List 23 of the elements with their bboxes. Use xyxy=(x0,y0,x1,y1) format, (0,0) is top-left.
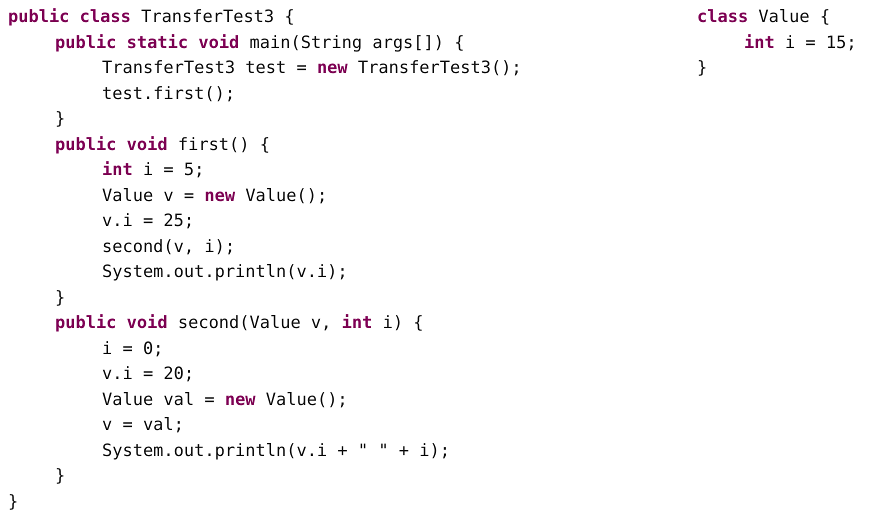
code-line: public void second(Value v, int i) { xyxy=(55,312,424,334)
code-line: i = 0; xyxy=(102,338,164,360)
code-line: int i = 15; xyxy=(744,32,857,54)
code-line: } xyxy=(55,465,66,487)
code-line: } xyxy=(8,490,18,512)
code-line: v.i = 25; xyxy=(102,210,194,232)
code-line: } xyxy=(697,57,708,79)
code-line: v.i = 20; xyxy=(102,363,194,385)
code-line: public static void main(String args[]) { xyxy=(55,32,464,54)
code-line: Value v = new Value(); xyxy=(102,184,328,206)
code-line: test.first(); xyxy=(102,82,236,104)
code-line: System.out.println(v.i + " " + i); xyxy=(102,440,450,462)
code-line: class Value { xyxy=(697,6,830,28)
code-line: System.out.println(v.i); xyxy=(102,261,348,283)
code-line: v = val; xyxy=(102,414,184,436)
code-line: second(v, i); xyxy=(102,236,236,258)
code-line: TransferTest3 test = new TransferTest3(); xyxy=(102,57,522,79)
code-line: Value val = new Value(); xyxy=(102,388,348,410)
code-line: } xyxy=(55,286,66,308)
code-line: public void first() { xyxy=(55,134,270,156)
code-line: public class TransferTest3 { xyxy=(8,6,295,28)
code-line: } xyxy=(55,108,66,130)
code-line: int i = 5; xyxy=(102,159,204,181)
